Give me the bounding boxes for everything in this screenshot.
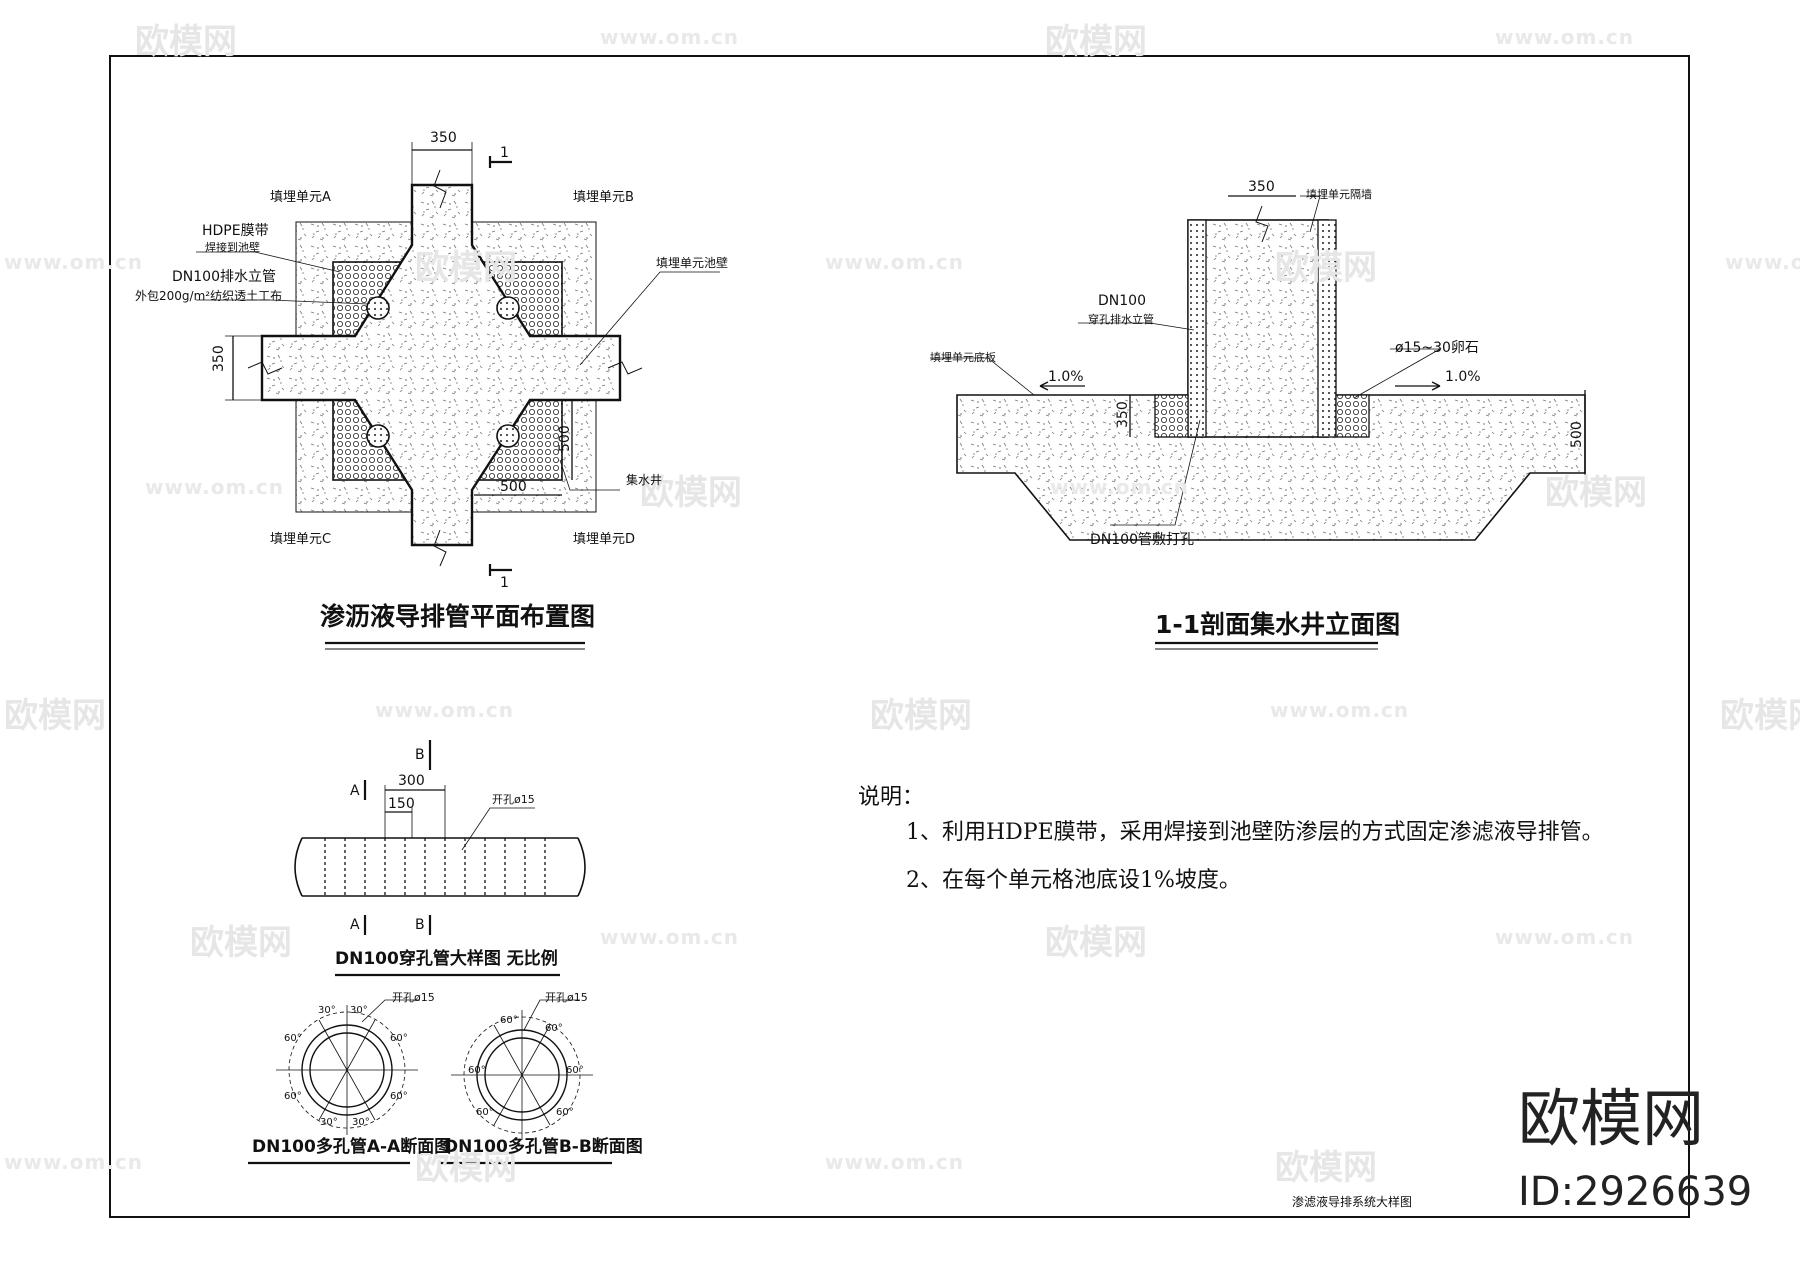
plan-title: 渗沥液导排管平面布置图 — [320, 602, 596, 631]
pipe-hole-label: 开孔ø15 — [492, 793, 535, 806]
watermark-logo: 欧模网 — [135, 22, 237, 62]
notes-heading: 说明： — [858, 785, 925, 810]
section-slope-left: 1.0% — [1048, 369, 1084, 385]
watermark-url: www.om.cn — [145, 475, 285, 499]
section-bb-view — [451, 999, 593, 1140]
watermark-url: www.om.cn — [1495, 925, 1635, 949]
pipe-dim-150: 150 — [388, 796, 415, 812]
section-dim-top: 350 — [1248, 179, 1275, 195]
aa-angle-30: 30° — [318, 1005, 336, 1016]
bb-title: DN100多孔管B-B断面图 — [444, 1137, 643, 1157]
watermark-logo: 欧模网 — [415, 248, 517, 288]
section-pipe-sublabel: 穿孔排水立管 — [1088, 313, 1154, 326]
watermark-url: www.om.cn — [1725, 250, 1800, 274]
watermark-url: www.om.cn — [1270, 698, 1410, 722]
pipe-mark-a-top: A — [350, 783, 360, 799]
watermark-logo: 欧模网 — [190, 923, 292, 963]
watermark-url: www.om.cn — [4, 1150, 144, 1174]
plan-view — [196, 142, 720, 576]
plan-dim-right: 500 — [557, 425, 573, 452]
bb-angle-60: 60° — [476, 1107, 494, 1118]
watermark-url: www.om.cn — [825, 1150, 965, 1174]
pipe-view — [294, 740, 586, 935]
pipe-mark-b-bottom: B — [415, 917, 425, 933]
plan-hdpe-label: HDPE膜带 — [202, 223, 269, 239]
bb-hole-label: 开孔ø15 — [545, 991, 588, 1004]
watermark-url: www.om.cn — [600, 925, 740, 949]
brand-logo: 欧模网 — [1518, 1082, 1705, 1155]
section-slope-right: 1.0% — [1445, 369, 1481, 385]
watermark-logo: 欧模网 — [870, 696, 972, 736]
section-view — [930, 195, 1586, 541]
plan-hdpe-sublabel: 焊接到池壁 — [205, 241, 260, 254]
watermark-url: www.om.cn — [825, 250, 965, 274]
plan-unit-d: 填埋单元D — [573, 532, 636, 547]
section-pipe-label: DN100 — [1098, 293, 1146, 309]
drawing-name: 渗滤液导排系统大样图 — [1292, 1195, 1413, 1209]
watermark-logo: 欧模网 — [1545, 473, 1647, 513]
plan-wall-label: 填埋单元池壁 — [656, 256, 729, 270]
aa-angle-30: 30° — [320, 1117, 338, 1128]
plan-unit-b: 填埋单元B — [573, 190, 634, 205]
plan-dim-top: 350 — [430, 130, 457, 146]
aa-title: DN100多孔管A-A断面图 — [252, 1137, 452, 1157]
section-bottom-label: DN100管敷打孔 — [1090, 532, 1194, 548]
pipe-mark-b-top: B — [415, 747, 425, 763]
bb-angle-60: 60° — [556, 1107, 574, 1118]
aa-angle-30: 30° — [350, 1005, 368, 1016]
notes-item-2: 2、在每个单元格池底设1%坡度。 — [906, 868, 1241, 893]
aa-angle-30: 30° — [352, 1117, 370, 1128]
watermark-logo: 欧模网 — [1275, 248, 1377, 288]
watermark-url: www.om.cn — [4, 250, 144, 274]
bb-angle-60: 60° — [566, 1065, 584, 1076]
watermark-logo: 欧模网 — [4, 696, 106, 736]
aa-angle-60: 60° — [284, 1033, 302, 1044]
plan-dn-sublabel: 外包200g/m²纺织透土工布 — [135, 289, 283, 303]
watermark-url: www.om.cn — [600, 25, 740, 49]
aa-angle-60: 60° — [390, 1091, 408, 1102]
plan-unit-a: 填埋单元A — [270, 190, 331, 205]
watermark-logo: 欧模网 — [415, 1148, 517, 1188]
section-title: 1-1剖面集水井立面图 — [1155, 610, 1401, 639]
watermark-logo: 欧模网 — [1275, 1148, 1377, 1188]
watermark-url: www.om.cn — [375, 698, 515, 722]
plan-dim-left: 350 — [211, 345, 227, 372]
plan-dn-label: DN100排水立管 — [172, 269, 276, 285]
section-floor-label: 填埋单元底板 — [930, 351, 996, 364]
watermark-url: www.om.cn — [1050, 475, 1190, 499]
pipe-dim-300: 300 — [398, 773, 425, 789]
watermark-logo: 欧模网 — [640, 473, 742, 513]
section-gravel-label: ø15~30卵石 — [1395, 340, 1479, 356]
section-dim-left: 350 — [1115, 401, 1131, 428]
watermark-logo: 欧模网 — [1720, 696, 1800, 736]
aa-angle-60: 60° — [284, 1091, 302, 1102]
bb-angle-60: 60° — [468, 1065, 486, 1076]
watermark-url: www.om.cn — [1495, 25, 1635, 49]
plan-section-mark-top: 1 — [500, 145, 509, 161]
drawing-frame — [109, 55, 1690, 1218]
section-dim-right: 500 — [1569, 421, 1585, 448]
bb-angle-60: 60° — [500, 1015, 518, 1026]
brand-id: ID:2926639 — [1518, 1169, 1753, 1215]
plan-dim-bottom: 500 — [500, 479, 527, 495]
section-wall-label: 填埋单元隔墙 — [1306, 188, 1372, 201]
plan-well-label: 集水井 — [626, 473, 663, 487]
aa-angle-60: 60° — [390, 1033, 408, 1044]
pipe-detail-title: DN100穿孔管大样图 无比例 — [335, 949, 558, 969]
notes-item-1: 1、利用HDPE膜带，采用焊接到池壁防渗层的方式固定渗滤液导排管。 — [906, 820, 1604, 845]
pipe-mark-a-bottom: A — [350, 917, 360, 933]
watermark-logo: 欧模网 — [1045, 22, 1147, 62]
watermark-logo: 欧模网 — [1045, 923, 1147, 963]
aa-hole-label: 开孔ø15 — [392, 991, 435, 1004]
plan-section-mark-bottom: 1 — [500, 575, 509, 591]
bb-angle-60: 60° — [545, 1023, 563, 1034]
plan-unit-c: 填埋单元C — [270, 532, 332, 547]
section-aa-view — [276, 999, 420, 1135]
